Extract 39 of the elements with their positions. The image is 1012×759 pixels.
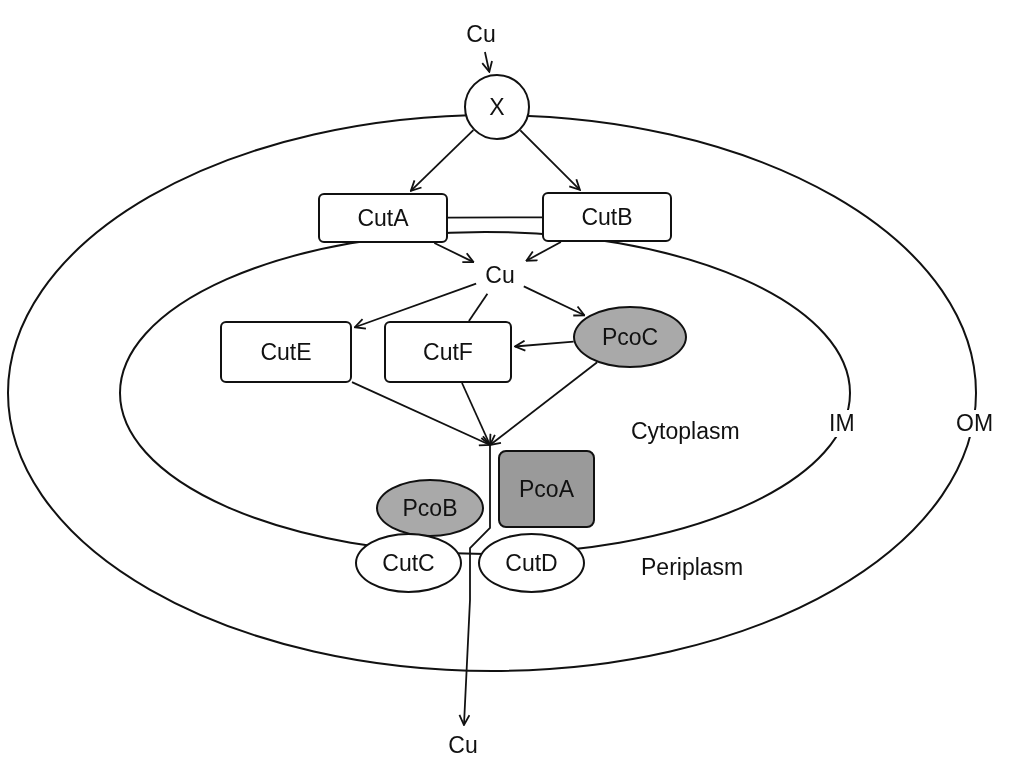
arrow <box>353 282 477 330</box>
arrow <box>458 444 491 726</box>
arrow <box>351 381 491 447</box>
region-label: Periplasm <box>640 554 745 581</box>
protein-box <box>542 192 672 242</box>
arrow <box>433 242 475 264</box>
protein-box <box>220 321 352 383</box>
region-label: Cytoplasm <box>630 418 741 445</box>
protein-name: CutA <box>357 204 409 232</box>
protein-name: PcoB <box>402 494 458 522</box>
region-label: IM <box>828 410 856 437</box>
cu-label: Cu <box>442 728 484 759</box>
protein-name: CutE <box>260 338 312 366</box>
arrow <box>522 285 586 317</box>
connector-line <box>447 216 543 219</box>
shaded-protein-box <box>498 450 595 528</box>
arrow <box>489 361 599 446</box>
arrow <box>525 241 562 262</box>
protein-name: CutC <box>382 549 435 577</box>
connector-line <box>468 292 489 322</box>
protein-name: X <box>489 93 505 121</box>
arrow <box>409 129 475 192</box>
protein-name: PcoC <box>601 323 659 351</box>
protein-box <box>318 193 448 243</box>
cu-label: Cu <box>460 18 502 50</box>
protein-name: CutD <box>505 549 558 577</box>
arrow <box>481 51 493 73</box>
protein-name: PcoA <box>519 475 574 503</box>
arrow <box>461 382 492 446</box>
protein-box <box>384 321 512 383</box>
shaded-protein-ellipse <box>573 306 687 368</box>
circle-node <box>464 74 530 140</box>
arrow <box>519 129 581 191</box>
protein-name: CutF <box>423 338 473 366</box>
region-label: OM <box>955 410 995 437</box>
protein-name: CutB <box>581 203 633 231</box>
shaded-protein-ellipse <box>376 479 484 537</box>
cu-label: Cu <box>478 258 522 292</box>
arrow <box>514 339 575 352</box>
